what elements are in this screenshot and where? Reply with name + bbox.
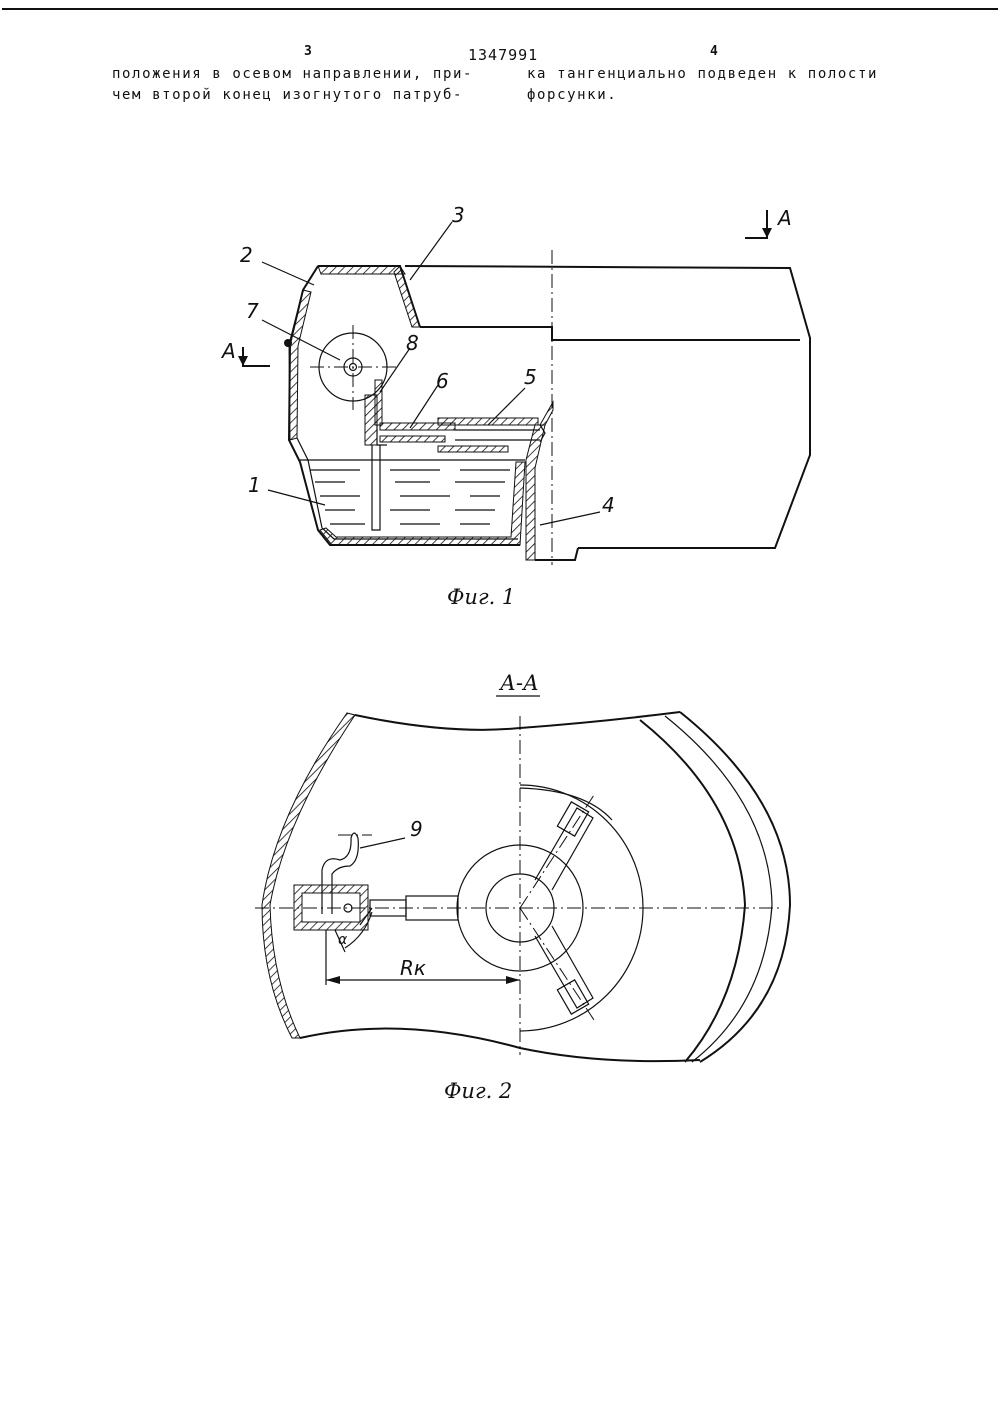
bent-tube-9	[322, 838, 358, 914]
dimension-rk: Rк	[400, 956, 426, 980]
label-9: 9	[410, 817, 423, 841]
spoke-upper	[520, 795, 594, 908]
figure-2-section-title: А-А	[498, 671, 539, 695]
figure-2-caption: Фиг. 2	[444, 1079, 512, 1103]
angle-alpha: α	[338, 932, 348, 948]
spoke-lower	[520, 908, 594, 1020]
